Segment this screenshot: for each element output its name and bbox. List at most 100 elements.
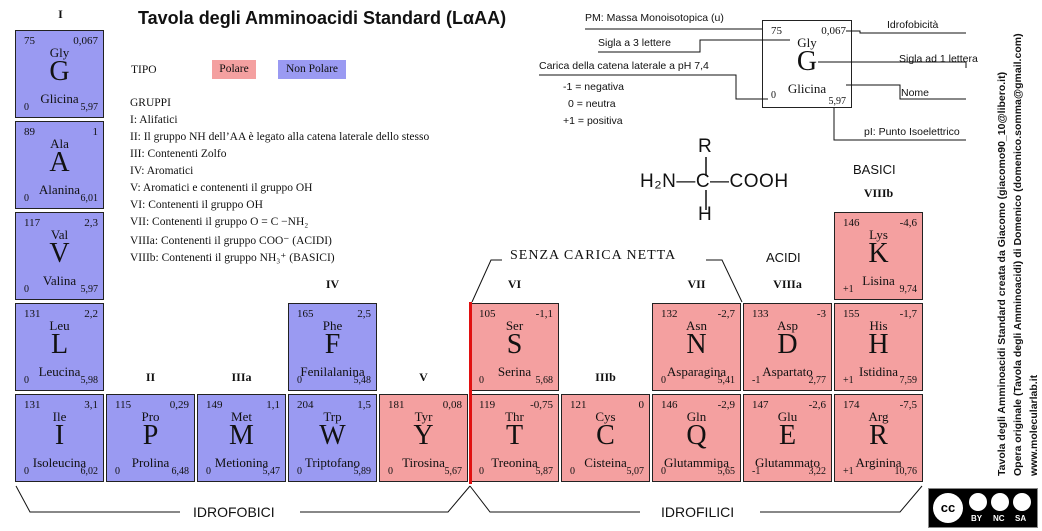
amino-acid-hydrophobicity: 2,3 [84,217,98,229]
by-icon [969,493,987,511]
page-title: Tavola degli Amminoacidi Standard (LαAA) [138,8,507,28]
amino-acid-mass: 146 [661,399,678,411]
amino-acid-mass: 115 [115,399,132,411]
amino-acid-pi: 5,48 [353,375,372,386]
amino-acid-abbr: Phe [322,318,343,333]
amino-acid-pi: 10,76 [894,466,918,477]
group-label: VIIIb [863,186,894,200]
label-idrofobici: IDROFOBICI [193,504,275,520]
amino-acid-name: Glicina [40,91,79,106]
legend-cell-abbr: Gly [797,35,817,50]
amino-acid-name: Aspartato [762,364,813,379]
amino-acid-symbol: A [49,147,70,178]
amino-acid-pi: 5,41 [717,375,736,386]
amino-acid-name: Triptofano [304,455,361,470]
amino-acid-abbr: Asn [686,318,707,333]
amino-acid-name: Cisteina [584,455,627,470]
divider-line [469,302,472,484]
amino-acid-charge: 0 [24,193,29,204]
group-label: VII [687,277,706,291]
amino-acid-hydrophobicity: 3,1 [84,399,98,411]
group-label: II [145,370,156,384]
amino-acid-symbol: C [596,420,615,451]
amino-acid-name: Isoleucina [32,455,87,470]
amino-acid-hydrophobicity: 1,5 [357,399,371,411]
legend-cell-hyd: 0,067 [821,25,846,37]
gruppi-item: VII: Contenenti il gruppo O = C −NH₂ [130,216,309,228]
gruppi-item: I: Alifatici [130,114,178,126]
legend-non-polare: Non Polare [278,60,346,79]
amino-acid-pi: 3,22 [808,466,827,477]
amino-acid-abbr: Cys [595,409,616,424]
amino-acid-mass: 204 [297,399,314,411]
amino-acid-hydrophobicity: -2,6 [808,399,826,411]
amino-acid-name: Serina [497,364,532,379]
amino-acid-abbr: Val [50,227,69,242]
amino-acid-symbol: K [868,238,889,269]
amino-acid-charge: 0 [206,466,211,477]
nc-icon [991,493,1009,511]
amino-acid-mass: 155 [843,308,860,320]
amino-acid-symbol: D [777,329,798,360]
amino-acid-charge: +1 [843,466,854,477]
amino-acid-charge: -1 [752,466,761,477]
amino-acid-pi: 5,98 [80,375,99,386]
amino-acid-hydrophobicity: 0 [638,399,645,411]
amino-acid-name: Alanina [38,182,81,197]
cc-license-badge[interactable]: cc BY NC SA [928,488,1038,528]
structure-r: R [698,136,712,157]
amino-acid-symbol: E [778,420,797,451]
amino-acid-name: Leucina [38,364,81,379]
amino-acid-name: Asparagina [666,364,727,379]
amino-acid-symbol: P [142,420,159,451]
amino-acid-mass: 132 [661,308,678,320]
amino-acid-hydrophobicity: -0,75 [530,399,553,411]
amino-acid-hydrophobicity: -1,1 [535,308,553,320]
credit-line-3: www.molecularlab.it [1028,374,1040,476]
label-senza-carica: SENZA CARICA NETTA [510,248,677,263]
amino-acid-hydrophobicity: -4,6 [899,217,917,229]
amino-acid-hydrophobicity: 0,067 [73,35,98,47]
amino-acid-charge: 0 [24,375,29,386]
amino-acid-symbol: Q [686,420,707,451]
amino-acid-symbol: V [49,238,70,269]
amino-acid-hydrophobicity: 1 [92,126,99,138]
amino-acid-charge: 0 [479,466,484,477]
amino-acid-pi: 9,74 [899,284,918,295]
gruppi-item: VIIIa: Contenenti il gruppo COO⁻ (ACIDI) [130,235,332,247]
amino-acid-mass: 149 [206,399,223,411]
credit-line-1: Tavola degli Amminoacidi Standard creata… [996,71,1008,476]
group-label: IIIa [231,370,252,384]
amino-acid-abbr: Tyr [414,409,433,424]
amino-acid-pi: 5,67 [444,466,463,477]
group-label: VI [507,277,522,291]
tipo-label: TIPO [131,64,157,76]
amino-acid-abbr: Thr [505,409,524,424]
legend-polare: Polare [212,60,256,79]
amino-acid-name: Lisina [862,273,895,288]
amino-acid-name: Glutammina [664,455,729,470]
amino-acid-symbol: F [324,329,341,360]
amino-acid-abbr: Ser [505,318,524,333]
amino-acid-pi: 5,97 [80,284,99,295]
amino-acid-pi: 6,02 [80,466,99,477]
legend-cell-sym: G [796,46,818,77]
amino-acid-abbr: His [869,318,888,333]
amino-acid-charge: -1 [752,375,761,386]
amino-acid-pi: 6,48 [171,466,190,477]
amino-acid-abbr: Met [231,409,252,424]
amino-acid-charge: 0 [661,375,666,386]
amino-acid-hydrophobicity: 2,2 [84,308,98,320]
amino-acid-charge: 0 [297,375,302,386]
amino-acid-name: Valina [42,273,77,288]
legend-cell-pi: 5,97 [828,96,847,107]
legend-neu: 0 = neutra [568,98,616,110]
amino-acid-hydrophobicity: -3 [816,308,826,320]
legend-sigla1: Sigla ad 1 lettera [899,53,978,65]
group-label: IV [325,277,340,291]
gruppi-item: VI: Contenenti il gruppo OH [130,199,263,211]
amino-acid-pi: 5,47 [262,466,281,477]
